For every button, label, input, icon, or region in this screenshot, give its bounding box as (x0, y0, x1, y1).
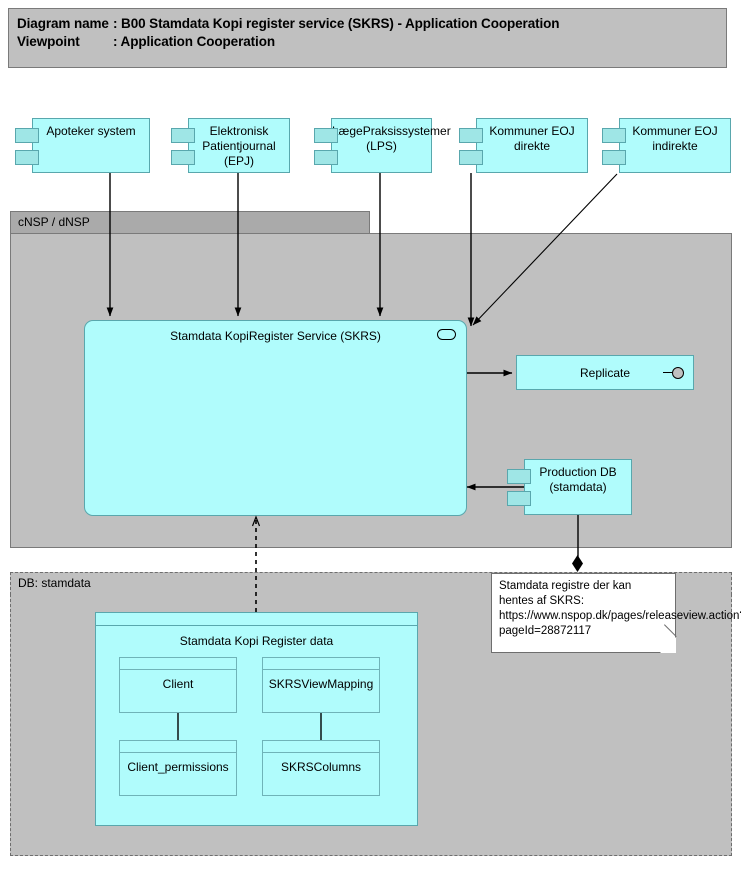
viewpoint-label: Viewpoint (17, 34, 80, 49)
class-header-strip (263, 741, 379, 753)
component-elektronisk-patientjournal[interactable]: Elektronisk Patientjournal (EPJ) (171, 118, 290, 173)
note-stamdata-registre[interactable]: Stamdata registre der kan hentes af SKRS… (491, 573, 741, 653)
note-fold-edge (663, 624, 677, 637)
class-label: Client_permissions (127, 760, 229, 774)
component-label: Kommuner EOJ direkte (489, 124, 575, 153)
component-label: Kommuner EOJ indirekte (632, 124, 718, 153)
package-header-strip (96, 613, 417, 626)
class-skrsviewmapping[interactable]: SKRSViewMapping (262, 657, 380, 713)
component-tab-icon (314, 128, 338, 143)
class-label: SKRSViewMapping (268, 677, 374, 691)
component-label: LægePraksissystemer (LPS) (332, 124, 451, 153)
component-tab-icon (15, 150, 39, 165)
group-cnsp-dnsp-label: cNSP / dNSP (10, 211, 370, 234)
component-laegepraksissystemer-lps[interactable]: LægePraksissystemer (LPS) (314, 118, 451, 173)
aggregation-diamond-icon (572, 555, 583, 572)
diagram-title-block: Diagram name : B00 Stamdata Kopi register… (8, 8, 727, 68)
component-tab-icon (507, 491, 531, 506)
service-label: Stamdata KopiRegister Service (SKRS) (170, 329, 381, 343)
component-tab-icon (314, 150, 338, 165)
class-client[interactable]: Client (119, 657, 237, 713)
component-apoteker-system[interactable]: Apoteker system (15, 118, 150, 173)
provided-interface-oval-icon (437, 329, 456, 340)
component-tab-icon (171, 150, 195, 165)
component-tab-icon (602, 128, 626, 143)
diagram-name-value: : B00 Stamdata Kopi register service (SK… (113, 16, 560, 31)
component-label: Apoteker system (46, 124, 136, 138)
component-tab-icon (602, 150, 626, 165)
class-label: SKRSColumns (280, 760, 362, 774)
component-tab-icon (15, 128, 39, 143)
class-skrscolumns[interactable]: SKRSColumns (262, 740, 380, 796)
component-kommuner-eoj-direkte[interactable]: Kommuner EOJ direkte (459, 118, 588, 173)
viewpoint-value: : Application Cooperation (113, 34, 275, 49)
component-tab-icon (171, 128, 195, 143)
component-production-db-stamdata[interactable]: Production DB (stamdata) (507, 459, 632, 515)
class-client-permissions[interactable]: Client_permissions (119, 740, 237, 796)
note-text: Stamdata registre der kan hentes af SKRS… (499, 580, 741, 637)
diagram-name-label: Diagram name (17, 16, 109, 31)
component-kommuner-eoj-indirekte[interactable]: Kommuner EOJ indirekte (602, 118, 731, 173)
component-tab-icon (459, 128, 483, 143)
viewpoint-line: Viewpoint : Application Cooperation (17, 33, 718, 51)
lollipop-provided-interface-icon (663, 367, 685, 379)
note-fold-corner (660, 637, 676, 653)
interface-label: Replicate (579, 366, 631, 380)
component-label: Elektronisk Patientjournal (EPJ) (202, 124, 276, 168)
class-header-strip (263, 658, 379, 670)
interface-replicate[interactable]: Replicate (516, 355, 694, 390)
diagram-name-line: Diagram name : B00 Stamdata Kopi register… (17, 15, 718, 33)
service-stamdata-kopiregister-skrs[interactable]: Stamdata KopiRegister Service (SKRS) (84, 320, 467, 516)
class-header-strip (120, 741, 236, 753)
component-label: Production DB (stamdata) (539, 465, 617, 494)
class-header-strip (120, 658, 236, 670)
component-tab-icon (507, 469, 531, 484)
class-label: Client (162, 677, 194, 691)
package-title: Stamdata Kopi Register data (179, 634, 334, 648)
component-tab-icon (459, 150, 483, 165)
